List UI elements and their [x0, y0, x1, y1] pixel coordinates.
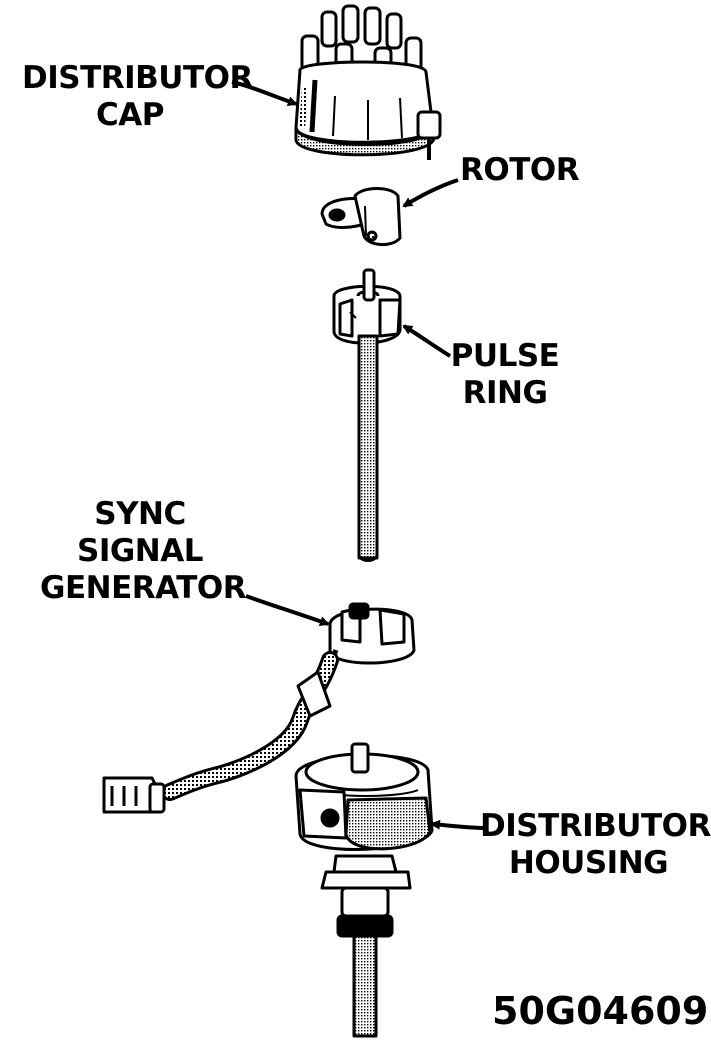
- label-sync-line1: SYNC: [94, 496, 186, 532]
- label-pulse-ring: PULSE RING: [450, 338, 560, 412]
- leader-rotor: [402, 178, 459, 208]
- label-distributor-cap-line2: CAP: [96, 97, 164, 133]
- label-sync-line3: GENERATOR: [40, 570, 247, 606]
- leader-lines: [231, 80, 487, 830]
- label-housing-line1: DISTRIBUTOR: [480, 808, 711, 844]
- label-pulse-ring-line2: RING: [462, 375, 548, 411]
- figure-code: 50G04609: [492, 989, 709, 1033]
- label-sync-signal-generator: SYNC SIGNAL GENERATOR: [40, 496, 247, 607]
- pulse-ring-drawing: [332, 268, 402, 562]
- rotor-drawing: [320, 187, 402, 246]
- label-rotor: ROTOR: [460, 152, 580, 188]
- label-distributor-cap: DISTRIBUTOR CAP: [22, 60, 253, 134]
- sync-signal-generator-drawing: [102, 602, 416, 814]
- distributor-cap-drawing: [294, 4, 442, 160]
- exploded-distributor-diagram: DISTRIBUTOR CAP ROTOR PULSE RING SYNC SI…: [22, 4, 711, 1038]
- leader-pulse-ring: [402, 324, 452, 358]
- label-distributor-cap-line1: DISTRIBUTOR: [22, 60, 253, 96]
- leader-distributor-housing: [430, 819, 487, 830]
- distributor-housing-drawing: [294, 742, 434, 1038]
- diagram-drawing: [102, 4, 487, 1038]
- label-distributor-housing: DISTRIBUTOR HOUSING: [480, 808, 711, 882]
- label-sync-line2: SIGNAL: [77, 533, 204, 569]
- leader-distributor-cap: [231, 80, 298, 107]
- leader-sync-signal-generator: [245, 594, 330, 627]
- label-housing-line2: HOUSING: [508, 845, 669, 881]
- label-pulse-ring-line1: PULSE: [450, 338, 560, 374]
